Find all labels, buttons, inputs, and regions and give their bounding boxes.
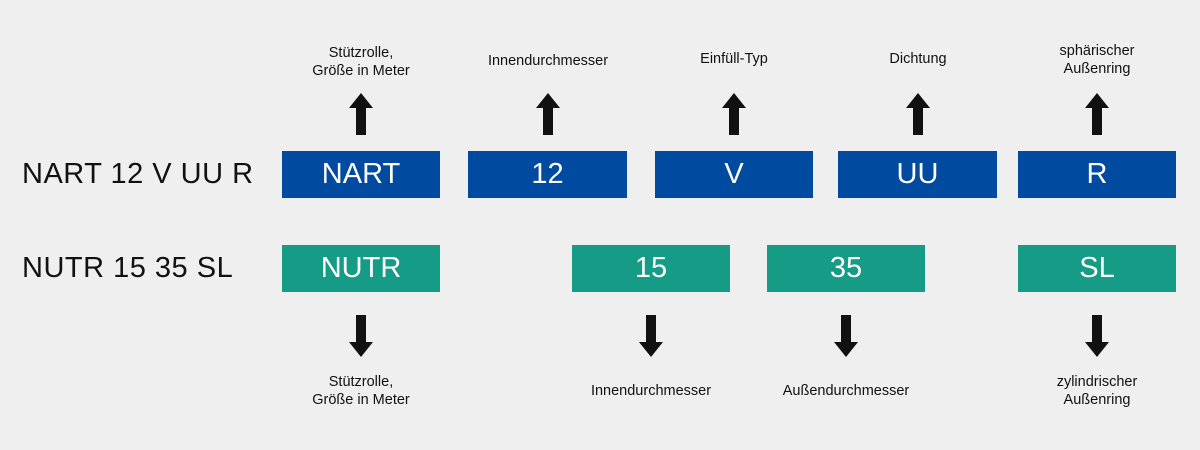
up-arrow-icon	[349, 93, 373, 135]
segment-uu: UU	[838, 151, 997, 198]
desc-nart-top: Stützrolle, Größe in Meter	[312, 45, 410, 79]
desc-v-top: Einfüll-Typ	[700, 51, 768, 67]
desc-15-bottom: Innendurchmesser	[590, 383, 712, 399]
up-arrow-icon	[722, 93, 746, 135]
segment-nutr: NUTR	[282, 245, 440, 292]
up-arrow-icon	[1085, 93, 1109, 135]
desc-sl-bottom: zylindrischer Außenring	[1056, 374, 1138, 408]
down-arrow-icon	[834, 315, 858, 357]
segment-12: 12	[468, 151, 627, 198]
code-label-nutr: NUTR 15 35 SL	[22, 252, 234, 284]
up-arrow-icon	[536, 93, 560, 135]
segment-35: 35	[767, 245, 925, 292]
desc-12-top: Innendurchmesser	[487, 53, 609, 69]
up-arrow-icon	[906, 93, 930, 135]
segment-v: V	[655, 151, 813, 198]
down-arrow-icon	[1085, 315, 1109, 357]
segment-r: R	[1018, 151, 1176, 198]
desc-35-bottom: Außendurchmesser	[782, 383, 910, 399]
desc-uu-top: Dichtung	[889, 51, 947, 67]
desc-r-top: sphärischer Außenring	[1059, 43, 1135, 77]
segment-15: 15	[572, 245, 730, 292]
down-arrow-icon	[639, 315, 663, 357]
code-label-nart: NART 12 V UU R	[22, 158, 254, 190]
segment-nart: NART	[282, 151, 440, 198]
segment-sl: SL	[1018, 245, 1176, 292]
desc-nutr-bottom: Stützrolle, Größe in Meter	[312, 374, 410, 408]
down-arrow-icon	[349, 315, 373, 357]
